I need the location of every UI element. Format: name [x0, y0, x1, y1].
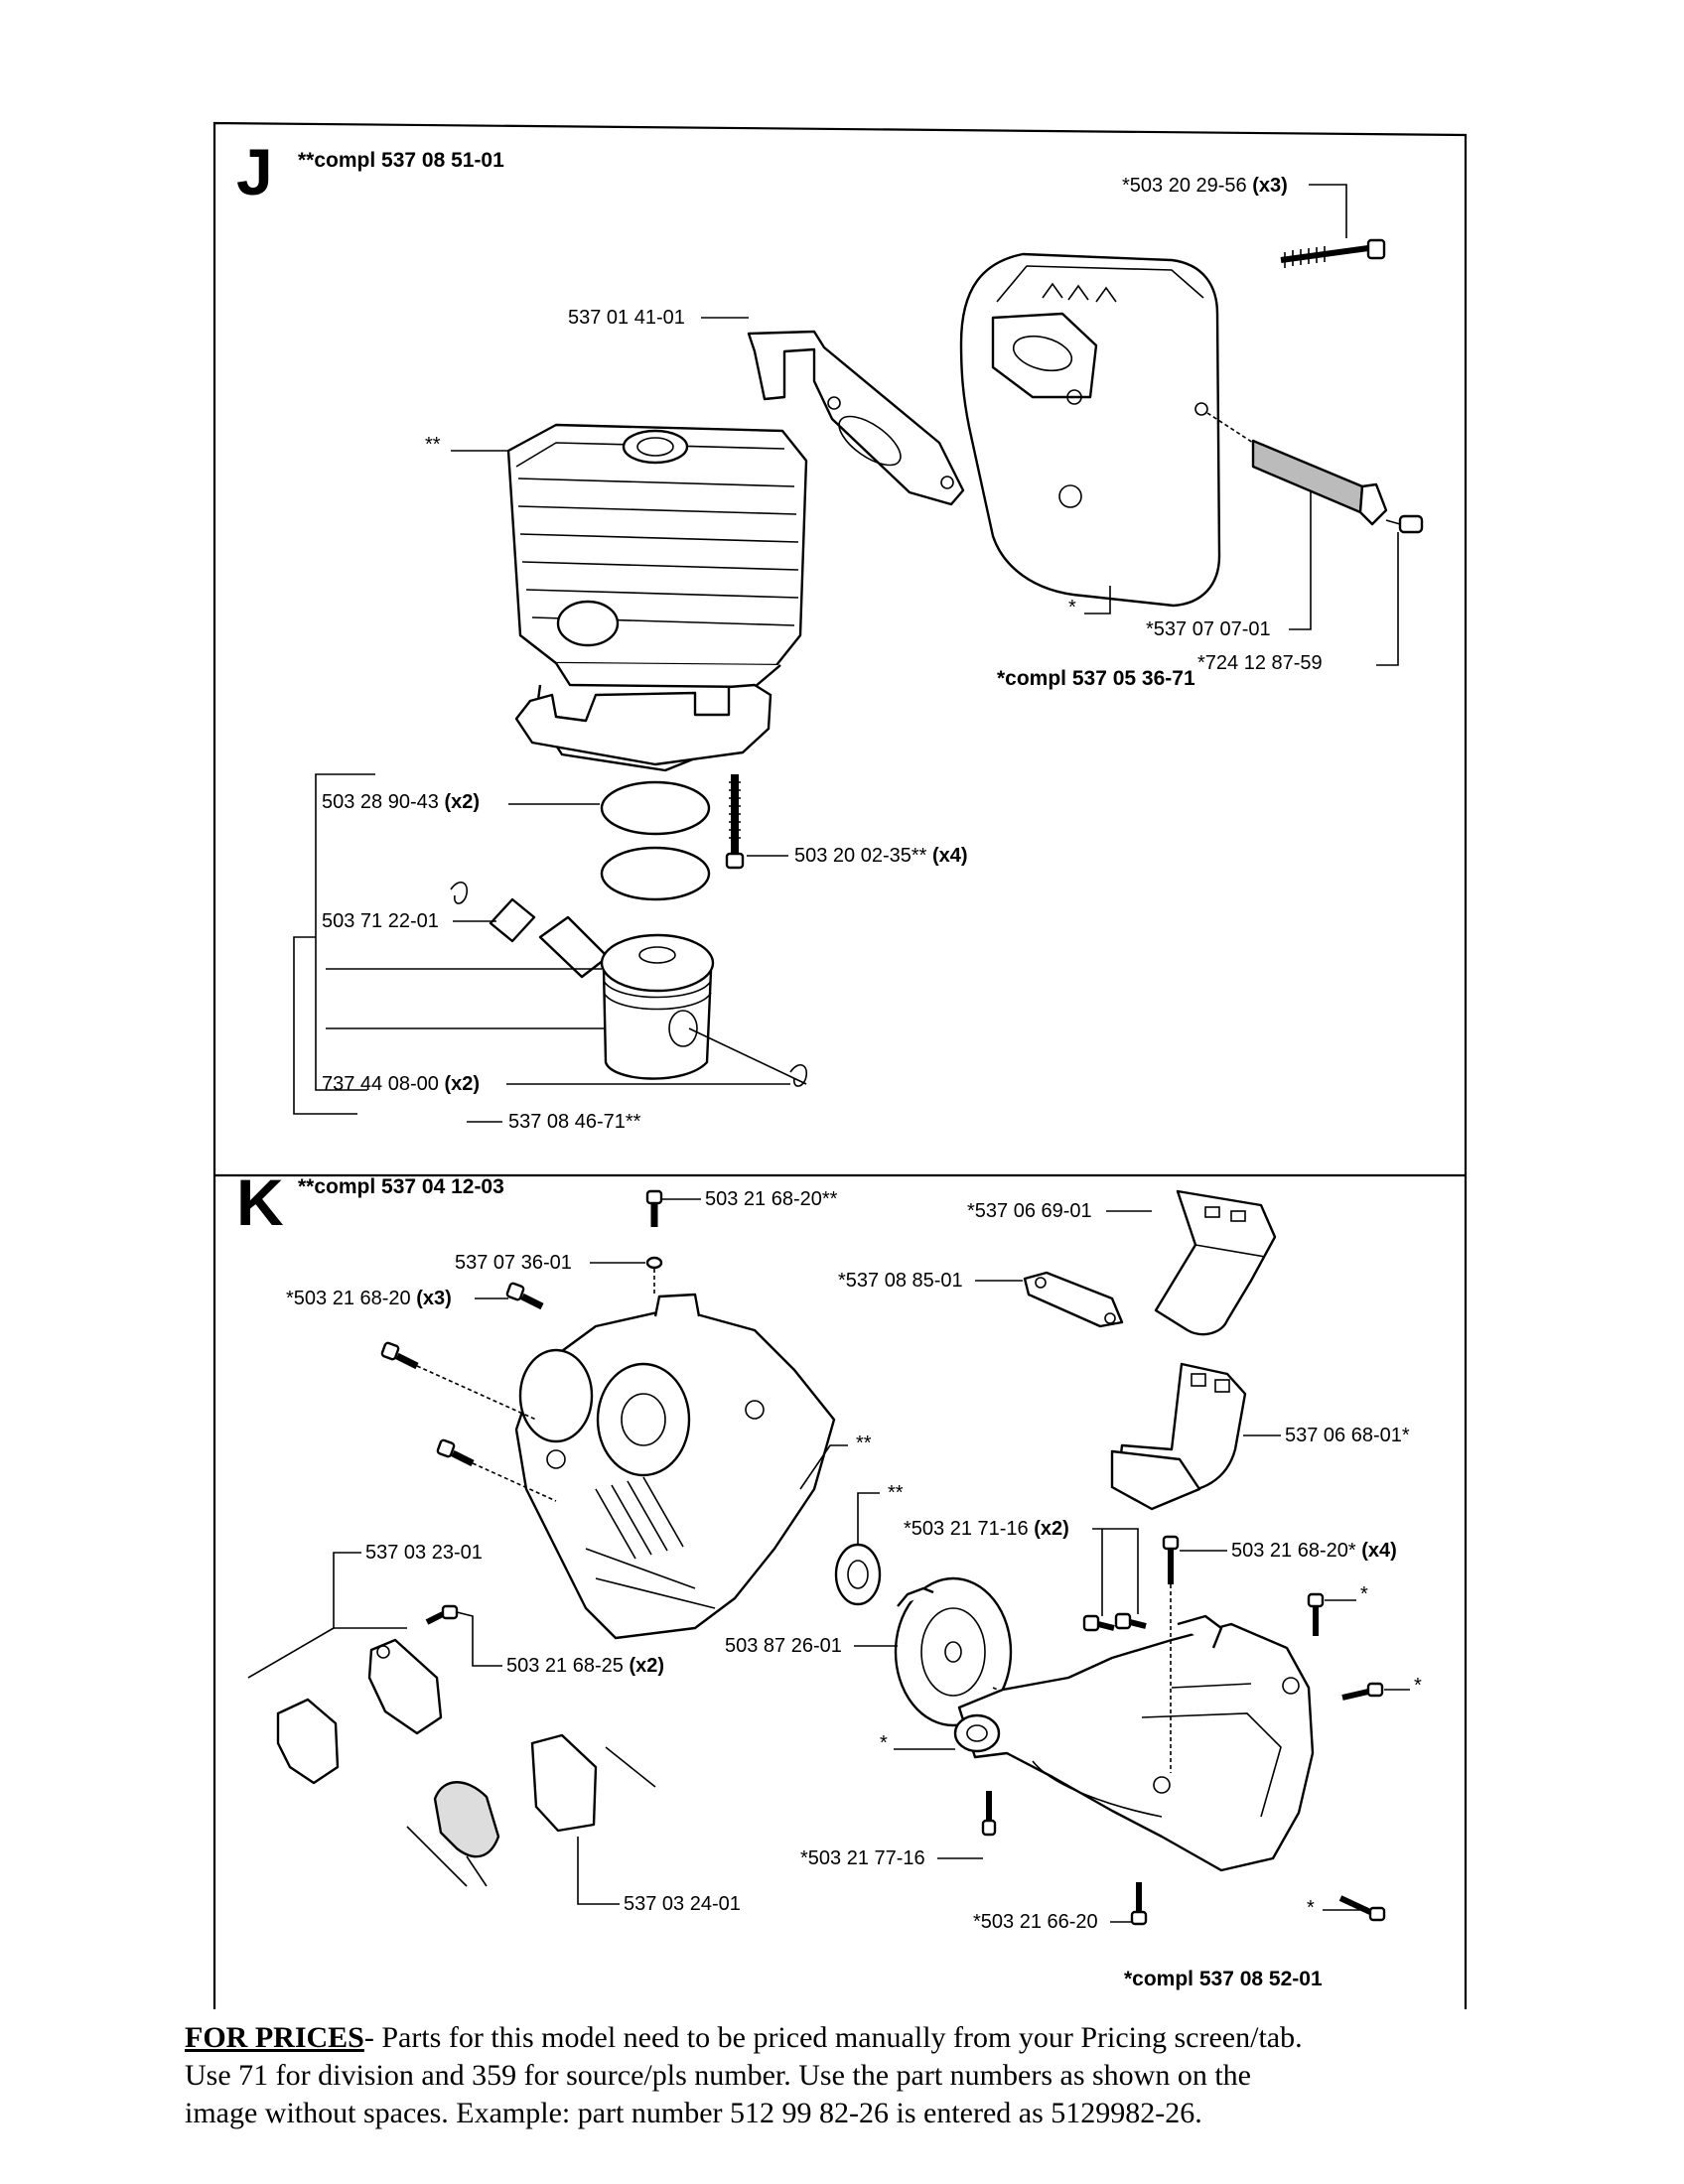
bracket-drawing	[747, 330, 965, 506]
label-star-b: *	[1414, 1675, 1422, 1697]
piston-rings-drawing	[600, 780, 711, 901]
cover-mid-drawing	[1110, 1362, 1247, 1511]
label-circlip: 737 44 08-00 (x2)	[322, 1073, 480, 1095]
section-k-assembly: **compl 537 04 12-03	[298, 1175, 504, 1198]
label-seal: **	[888, 1482, 904, 1504]
seal-drawing	[834, 1543, 882, 1606]
label-crank-half: **	[856, 1433, 872, 1454]
label-housing-compl: *compl 537 08 52-01	[1124, 1968, 1323, 1990]
label-bearing: 503 71 22-01	[322, 910, 439, 932]
pricing-note-text-1: - Parts for this model need to be priced…	[363, 2021, 1303, 2054]
label-star-c: *	[880, 1732, 888, 1754]
cylinder-bolt-drawing	[725, 774, 745, 870]
piston-drawing	[600, 933, 807, 1085]
label-screw-x2: *503 21 71-16 (x2)	[904, 1518, 1069, 1540]
pricing-note-line-2: Use 71 for division and 359 for source/p…	[185, 2059, 1251, 2092]
pricing-note-line-1: FOR PRICES- Parts for this model need to…	[185, 2019, 1475, 2057]
label-cover-top: *537 06 69-01	[967, 1200, 1092, 1222]
label-screw-x3: *503 21 68-20 (x3)	[286, 1288, 452, 1309]
crankcase-screws-drawing	[380, 1282, 557, 1502]
muffler-drawing	[959, 252, 1221, 608]
label-screw-top: 503 21 68-20**	[705, 1188, 838, 1210]
shells-drawing	[406, 1733, 656, 1887]
label-muffler: *	[1068, 597, 1076, 618]
gasket-drawing	[1023, 1271, 1124, 1328]
label-rings: 503 28 90-43 (x2)	[322, 791, 480, 813]
piston-pin-parts-drawing	[450, 882, 808, 1087]
long-screw-drawing	[1280, 238, 1386, 268]
pricing-note-heading: FOR PRICES	[185, 2021, 364, 2054]
label-holder-screw: 503 21 68-25 (x2)	[506, 1655, 664, 1677]
pricing-note: FOR PRICES- Parts for this model need to…	[185, 2019, 1475, 2132]
label-star-a: *	[1360, 1583, 1368, 1605]
cylinder-drawing	[506, 423, 808, 772]
pricing-note-line-3: image without spaces. Example: part numb…	[185, 2097, 1202, 2129]
section-j-letter: J	[236, 135, 273, 208]
label-gasket: *537 08 85-01	[838, 1270, 963, 1292]
label-clutch-drum: 503 87 26-01	[725, 1635, 842, 1657]
label-screw-66: *503 21 66-20	[973, 1911, 1098, 1933]
screen-drawing	[1206, 412, 1424, 534]
label-muffler-compl: *compl 537 05 36-71	[997, 667, 1195, 690]
label-star-d: *	[1307, 1897, 1315, 1919]
cover-top-drawing	[1154, 1189, 1277, 1336]
label-cyl-bolt: 503 20 02-35** (x4)	[794, 845, 968, 867]
section-j-callouts: *503 20 29-56 (x3) 537 01 41-01 ** * *53…	[293, 175, 1399, 1133]
crankcase-half-drawing	[514, 1293, 836, 1640]
label-piston-kit: 537 08 46-71**	[508, 1111, 641, 1133]
section-frames	[212, 121, 1468, 2009]
label-shells: 537 03 24-01	[624, 1893, 741, 1915]
top-screw-drawing	[645, 1189, 663, 1297]
label-screen-screw: *724 12 87-59	[1197, 652, 1323, 674]
label-cylinder: **	[425, 434, 441, 456]
holder-drawing	[276, 1604, 459, 1785]
housing-drawing	[953, 1614, 1315, 1872]
label-screw-x4: 503 21 68-20* (x4)	[1231, 1540, 1397, 1562]
section-j-assembly: **compl 537 08 51-01	[298, 149, 504, 172]
label-screw-long: *503 20 29-56 (x3)	[1122, 175, 1288, 197]
label-screen: *537 07 07-01	[1146, 618, 1271, 640]
section-k-callouts: 503 21 68-20** 537 07 36-01 *503 21 68-2…	[247, 1188, 1422, 1990]
housing-screws-drawing	[981, 1535, 1386, 1926]
label-screw-77: *503 21 77-16	[800, 1847, 925, 1869]
label-holder: 537 03 23-01	[365, 1542, 483, 1564]
label-washer: 537 07 36-01	[455, 1252, 572, 1274]
section-k-letter: K	[236, 1165, 284, 1239]
label-bracket: 537 01 41-01	[568, 307, 685, 329]
label-cover-mid: 537 06 68-01*	[1285, 1425, 1410, 1446]
